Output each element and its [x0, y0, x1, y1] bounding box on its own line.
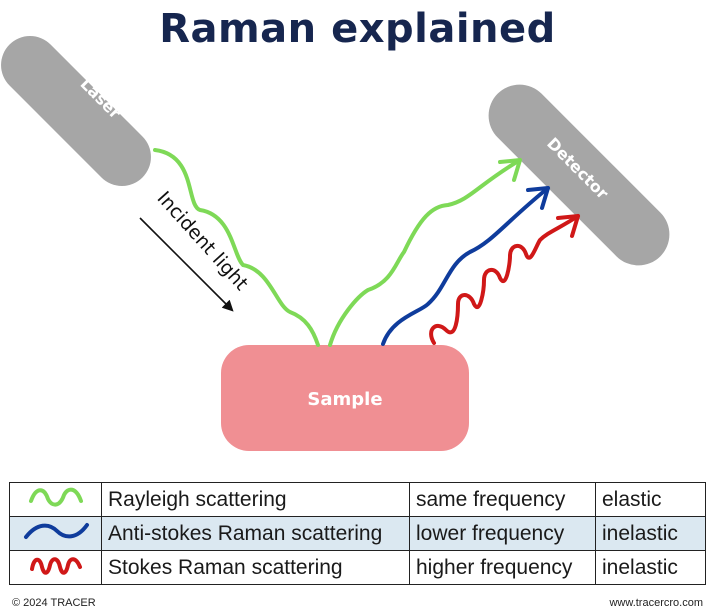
legend-frequency: same frequency	[409, 482, 596, 517]
website-link[interactable]: www.tracercro.com	[609, 597, 703, 609]
legend-row-anti-stokes: Anti-stokes Raman scattering lower frequ…	[9, 516, 706, 551]
legend-type: elastic	[595, 482, 706, 517]
legend-type: inelastic	[595, 550, 706, 585]
legend-name: Rayleigh scattering	[101, 482, 410, 517]
incident-light-label: Incident light	[153, 187, 253, 294]
detector-device: Detector	[488, 84, 670, 266]
sample-label: Sample	[307, 389, 382, 410]
legend-row-rayleigh: Rayleigh scattering same frequency elast…	[9, 482, 706, 517]
anti-stokes-arrowhead	[526, 186, 550, 210]
legend-type: inelastic	[595, 516, 706, 551]
legend-frequency: higher frequency	[409, 550, 596, 585]
incident-light-arrow	[139, 217, 234, 312]
rayleigh-arrowhead	[498, 158, 522, 182]
legend-frequency: lower frequency	[409, 516, 596, 551]
incident-wave	[153, 148, 320, 347]
stokes-scattered-wave	[429, 214, 580, 345]
red-wave-icon	[9, 550, 102, 585]
legend-table: Rayleigh scattering same frequency elast…	[9, 482, 706, 585]
green-wave-icon	[9, 482, 102, 517]
legend-name: Stokes Raman scattering	[101, 550, 410, 585]
sample-block: Sample	[221, 345, 469, 451]
page-title: Raman explained	[159, 6, 556, 52]
legend-name: Anti-stokes Raman scattering	[101, 516, 410, 551]
anti-stokes-scattered-wave	[381, 186, 550, 346]
laser-device: Laser	[1, 36, 151, 186]
blue-wave-icon	[9, 516, 102, 551]
rayleigh-scattered-wave	[328, 158, 522, 347]
stokes-arrowhead	[556, 214, 580, 238]
raman-diagram: Laser Detector Sample Incident light	[1, 36, 670, 451]
legend-row-stokes: Stokes Raman scattering higher frequency…	[9, 550, 706, 585]
copyright-text: © 2024 TRACER	[12, 597, 96, 609]
